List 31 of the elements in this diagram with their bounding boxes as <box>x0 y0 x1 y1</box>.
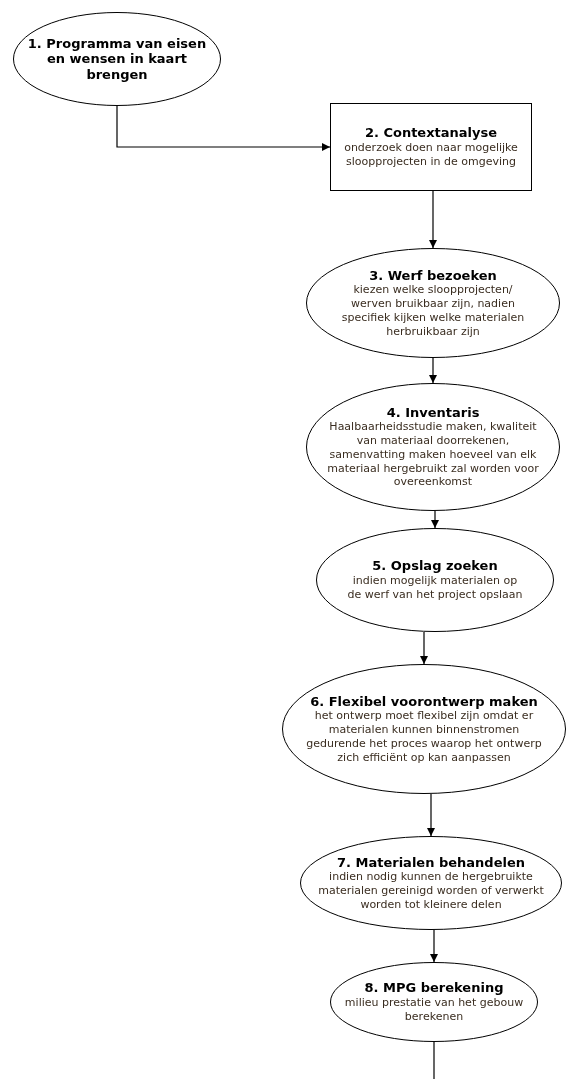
step-description: onderzoek doen naar mogelijke sloopprojecten in de omgeving <box>343 141 519 169</box>
process-ellipse <box>330 962 538 1042</box>
step-description: indien mogelijk materialen op de werf van het project opslaan <box>346 574 524 602</box>
arrow <box>116 105 331 151</box>
step-title: 5. Opslag zoeken <box>372 558 498 575</box>
process-ellipse <box>282 664 566 794</box>
step-title: 8. MPG berekening <box>364 980 504 997</box>
arrow <box>429 190 437 249</box>
step-title: 2. Contextanalyse <box>364 125 498 142</box>
step-title: 1. Programma van eisen en wensen in kaart brengen <box>27 35 207 83</box>
arrow <box>431 510 439 529</box>
step-description: kiezen welke sloopprojecten/ werven bruikbaar zijn, nadien specifiek kijken welke materialen herbruikbaar zijn <box>340 283 526 339</box>
step-description: Haalbaarheidsstudie maken, kwaliteit van materiaal doorrekenen, samenvatting maken hoeveel van elk materiaal hergebruikt zal worden voor overeenkomst <box>326 420 540 490</box>
step-title: 3. Werf bezoeken <box>369 267 497 284</box>
step-description: milieu prestatie van het gebouw berekenen <box>343 996 525 1024</box>
process-ellipse <box>306 248 560 358</box>
arrow <box>427 793 435 837</box>
process-ellipse <box>300 836 562 930</box>
process-ellipse <box>316 528 554 632</box>
arrow <box>429 357 437 384</box>
step-description: indien nodig kunnen de hergebruikte materialen gereinigd worden of verwerkt worden tot kleinere delen <box>317 870 545 912</box>
process-box <box>330 103 532 191</box>
arrow <box>430 929 438 963</box>
process-ellipse <box>306 383 560 511</box>
step-title: 7. Materialen behandelen <box>337 854 525 871</box>
process-ellipse <box>13 12 221 106</box>
step-title: 6. Flexibel voorontwerp maken <box>310 693 538 710</box>
step-title: 4. Inventaris <box>386 404 480 421</box>
connector-line <box>433 1041 435 1079</box>
step-description: het ontwerp moet flexibel zijn omdat er materialen kunnen binnenstromen gedurende het proces waarop het ontwerp zich efficiënt op kan aanpassen <box>305 709 543 765</box>
arrow <box>420 631 428 665</box>
